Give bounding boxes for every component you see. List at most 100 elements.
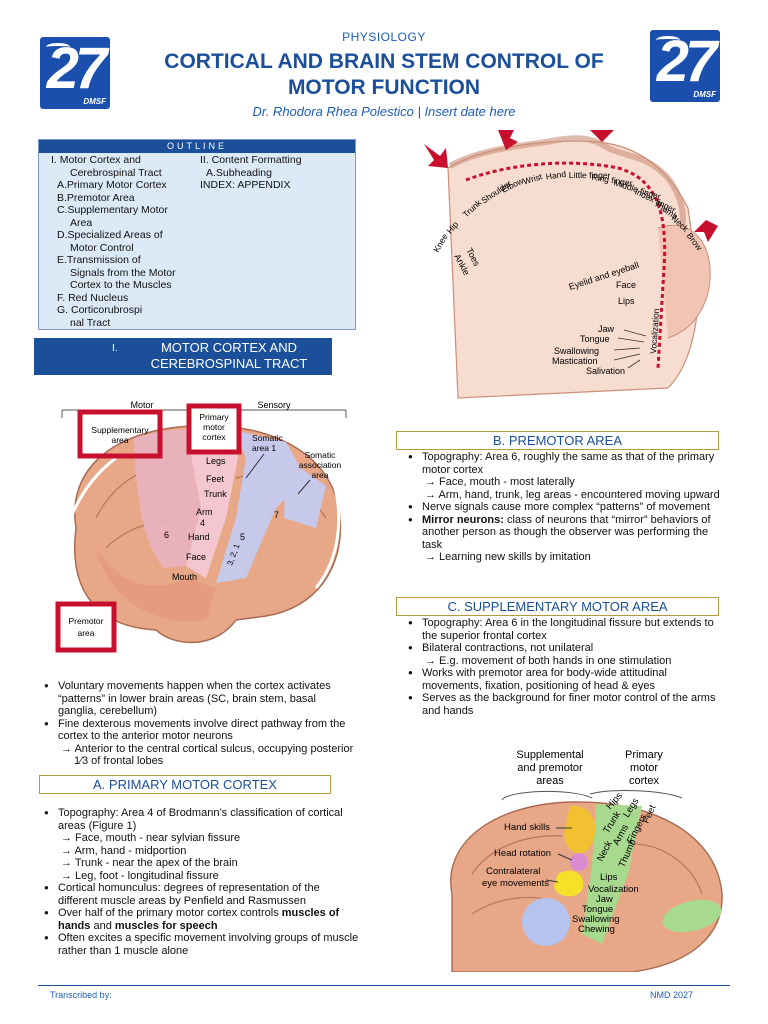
lips-label: Lips bbox=[618, 296, 635, 306]
outline-item: A.Primary Motor Cortex bbox=[57, 179, 167, 191]
dmsf-logo-right: 27 DMSF bbox=[650, 30, 720, 102]
bullet-item: Mirror neurons: class of neurons that “m… bbox=[408, 514, 724, 552]
arrow-subitem: → Leg, foot - longitudinal fissure bbox=[61, 869, 219, 882]
legs-label: Legs bbox=[206, 456, 226, 466]
bullet-item: Serves as the background for finer motor… bbox=[408, 692, 724, 717]
prim-label-1: Primary bbox=[199, 412, 229, 422]
arrow-subitem: → Arm, hand - midportion bbox=[61, 844, 187, 857]
outline-item: Motor Control bbox=[70, 241, 134, 254]
vocalization-label: Vocalization bbox=[648, 308, 661, 354]
dmsf-logo-left: 27 DMSF bbox=[40, 37, 110, 109]
pre-label-1: Premotor bbox=[69, 616, 104, 626]
fig2-supp-label-1: Supplemental bbox=[516, 749, 583, 761]
page-title: CORTICAL AND BRAIN STEM CONTROL OF MOTOR… bbox=[140, 49, 628, 101]
prim-label-3: cortex bbox=[202, 432, 226, 442]
jaw-label: Jaw bbox=[598, 324, 615, 334]
subheading-primary-motor: A. PRIMARY MOTOR CORTEX bbox=[39, 775, 331, 794]
supplementary-area-box bbox=[77, 409, 163, 459]
fig2-brackets bbox=[501, 790, 683, 801]
side-green-area bbox=[662, 899, 722, 933]
fig2-supp-label-3: areas bbox=[536, 775, 564, 787]
arrow-icon bbox=[498, 130, 518, 150]
bullet-item: Over half of the primary motor cortex co… bbox=[44, 907, 360, 932]
outline-item: B.Premotor Area bbox=[57, 191, 135, 204]
outline-item: nal Tract bbox=[70, 316, 111, 329]
motor-cortex-strip bbox=[465, 161, 667, 369]
swallowing-label: Swallowing bbox=[554, 346, 599, 356]
lower-premotor-area bbox=[522, 898, 570, 946]
jaw-label: Jaw bbox=[596, 894, 613, 905]
outline-item: F. Red Nucleus bbox=[57, 291, 129, 304]
bullet-item: Bilateral contractions, not unilateral bbox=[408, 642, 724, 655]
swallowing-label: Swallowing bbox=[572, 914, 620, 925]
contra-label-2: eye movements bbox=[482, 878, 549, 889]
outline-item: D.Specialized Areas of bbox=[57, 229, 163, 241]
salivation-label: Salivation bbox=[586, 366, 625, 376]
head-rotation-label: Head rotation bbox=[494, 848, 551, 859]
bullet-item: Topography: Area 6, roughly the same as … bbox=[408, 451, 724, 476]
trunk-label: Trunk bbox=[204, 489, 227, 499]
brain-outline-highlight bbox=[58, 456, 117, 594]
section-number: I. bbox=[112, 343, 118, 354]
outline-item: I. Motor Cortex and bbox=[51, 154, 141, 166]
supp-label-2: area bbox=[111, 435, 128, 445]
bold-term: Mirror neurons: bbox=[422, 513, 504, 526]
tongue-label: Tongue bbox=[580, 334, 610, 344]
outline-item: E.Transmission of bbox=[57, 254, 141, 266]
bullet-item: Often excites a specific movement involv… bbox=[44, 932, 360, 957]
subheading-premotor: B. PREMOTOR AREA bbox=[396, 431, 719, 450]
fig2-prim-label-3: cortex bbox=[629, 775, 659, 787]
arrow-subitem: → E.g. movement of both hands in one sti… bbox=[425, 654, 672, 667]
subheading-supplementary: C. SUPPLEMENTARY MOTOR AREA bbox=[396, 597, 719, 616]
outline-item: Cortex to the Muscles bbox=[70, 279, 172, 291]
section-title: MOTOR CORTEX AND CEREBROSPINAL TRACT bbox=[150, 340, 308, 371]
bold-term: muscles for speech bbox=[114, 919, 218, 932]
logo-label: DMSF bbox=[693, 90, 716, 99]
arrow-subitem: → Face, mouth - near sylvian fissure bbox=[61, 832, 241, 844]
vocalization-label: Vocalization bbox=[588, 884, 639, 895]
arrow-subitem: → Face, mouth - most laterally bbox=[425, 476, 575, 488]
soma2-label-3: area bbox=[311, 470, 328, 480]
soma2-leader bbox=[297, 479, 311, 495]
arrow-subitem: → Learning new skills by imitation bbox=[425, 551, 591, 563]
soma1-label-1: Somatic bbox=[252, 433, 283, 443]
hand-label: Hand bbox=[188, 532, 210, 542]
head-rotation-leader bbox=[557, 853, 573, 861]
fig2-prim-label-1: Primary bbox=[625, 749, 663, 761]
supp-label-1: Supplementary bbox=[91, 425, 149, 435]
fig2-brain-shape bbox=[450, 801, 723, 972]
arrow-icon bbox=[694, 220, 718, 242]
area-6-label: 6 bbox=[164, 530, 169, 540]
soma2-label-2: association bbox=[299, 460, 342, 470]
mastication-label: Mastication bbox=[552, 356, 598, 366]
title-line-2: MOTOR FUNCTION bbox=[287, 76, 481, 99]
face-label: Face bbox=[186, 552, 206, 562]
bold-term: muscles of hands bbox=[58, 907, 340, 932]
lips-label: Lips bbox=[600, 872, 618, 883]
section-heading-1: I. MOTOR CORTEX AND CEREBROSPINAL TRACT bbox=[34, 338, 332, 375]
logo-number: 27 bbox=[46, 37, 108, 101]
fig2-supp-label-2: and premotor bbox=[517, 762, 583, 774]
brain-lateral-figure: Motor Sensory Supplementary area Primary… bbox=[55, 400, 347, 653]
outline-item: A.Subheading bbox=[206, 166, 272, 179]
arrow-subitem: → Anterior to the central cortical sulcu… bbox=[61, 742, 354, 768]
author-line: Dr. Rhodora Rhea Polestico | Insert date… bbox=[252, 104, 516, 119]
fig2-primary-strip bbox=[582, 804, 642, 944]
outline-item: G. Corticorubrospi bbox=[57, 304, 143, 316]
intro-bullet-list: Voluntary movements happen when the cort… bbox=[44, 680, 356, 768]
area-7-label: 7 bbox=[274, 510, 279, 520]
contra-label-1: Contralateral bbox=[486, 866, 540, 877]
soma1-label-2: area 1 bbox=[252, 443, 276, 453]
brain-outline-highlight bbox=[314, 467, 341, 589]
outline-item: II. Content Formatting bbox=[200, 154, 302, 166]
hand-skills-label: Hand skills bbox=[504, 822, 550, 833]
area-7 bbox=[284, 458, 326, 528]
outline-item: Cerebrospinal Tract bbox=[70, 166, 162, 179]
outline-item: Signals from the Motor bbox=[70, 266, 176, 279]
logo-label: DMSF bbox=[83, 97, 106, 106]
arrow-icon bbox=[590, 130, 614, 142]
temporal-region bbox=[96, 548, 216, 622]
bullet-text: class of neurons that “mirror” behaviors… bbox=[422, 513, 711, 551]
